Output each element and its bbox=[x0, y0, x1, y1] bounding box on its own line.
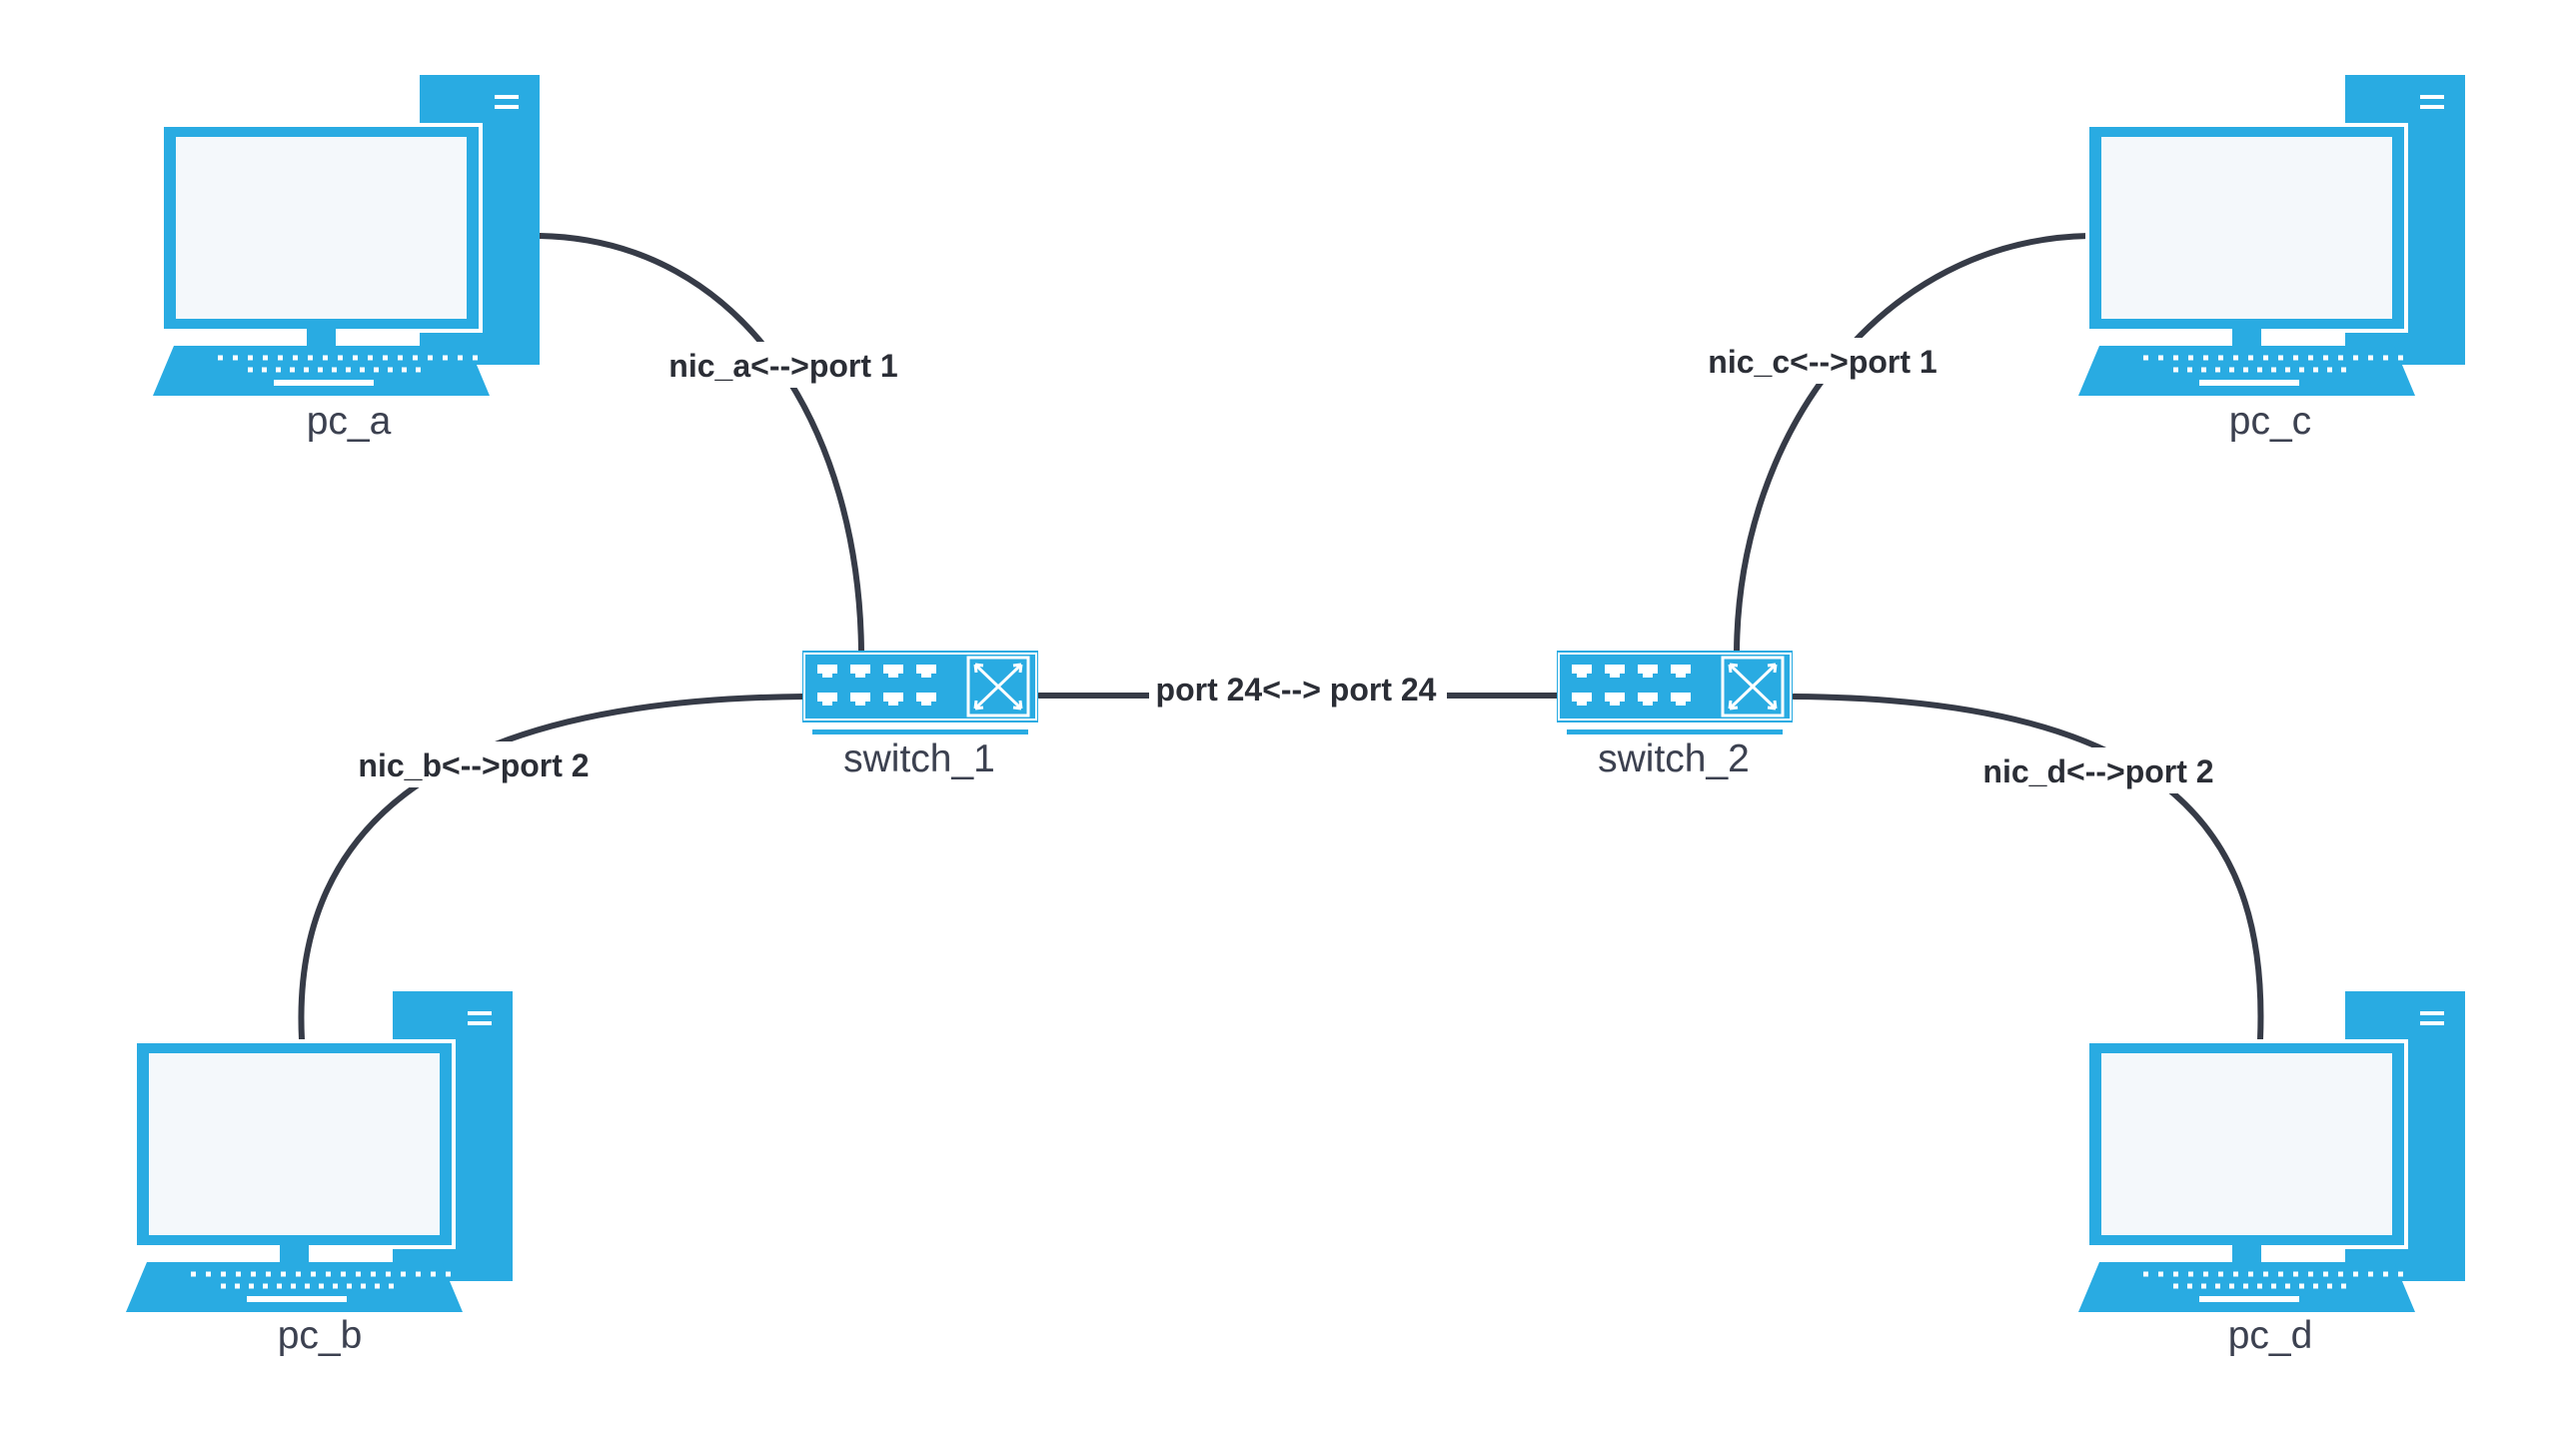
pc_c-node[interactable] bbox=[2078, 75, 2465, 396]
node-label-switch_1: switch_1 bbox=[843, 737, 995, 780]
node-label-switch_2: switch_2 bbox=[1598, 737, 1750, 780]
pc_d-node[interactable] bbox=[2078, 991, 2465, 1312]
desktop-computer-icon bbox=[153, 75, 540, 396]
link-label-pc_c-switch_2: nic_c<-->port 1 bbox=[1708, 344, 1936, 380]
node-label-pc_c: pc_c bbox=[2229, 400, 2311, 443]
link-label-group: nic_a<-->port 1 nic_b<-->port 2 nic_c<--… bbox=[350, 338, 2222, 793]
node-label-pc_d: pc_d bbox=[2228, 1314, 2313, 1357]
link-label-pc_b-switch_1: nic_b<-->port 2 bbox=[358, 747, 589, 783]
node-label-pc_b: pc_b bbox=[278, 1314, 363, 1357]
switch_2-node[interactable] bbox=[1555, 649, 1795, 736]
link-pc_d-switch_2 bbox=[1791, 694, 2264, 1042]
link-label-pc_a-switch_1: nic_a<-->port 1 bbox=[668, 348, 897, 384]
desktop-computer-icon bbox=[2078, 75, 2465, 396]
link-pc_a-switch_1 bbox=[537, 233, 864, 655]
link-pc_b-switch_1 bbox=[298, 694, 807, 1042]
node-label-pc_a: pc_a bbox=[307, 400, 392, 443]
pc_b-node[interactable] bbox=[126, 991, 513, 1312]
link-pc_c-switch_2 bbox=[1734, 233, 2091, 655]
desktop-computer-icon bbox=[2078, 991, 2465, 1312]
pc_a-node[interactable] bbox=[153, 75, 540, 396]
network-switch-icon bbox=[800, 649, 1040, 736]
link-label-pc_d-switch_2: nic_d<-->port 2 bbox=[1982, 753, 2213, 789]
link-label-switch_1-switch_2: port 24<--> port 24 bbox=[1156, 672, 1437, 708]
network-switch-icon bbox=[1555, 649, 1795, 736]
switch_1-node[interactable] bbox=[800, 649, 1040, 736]
desktop-computer-icon bbox=[126, 991, 513, 1312]
